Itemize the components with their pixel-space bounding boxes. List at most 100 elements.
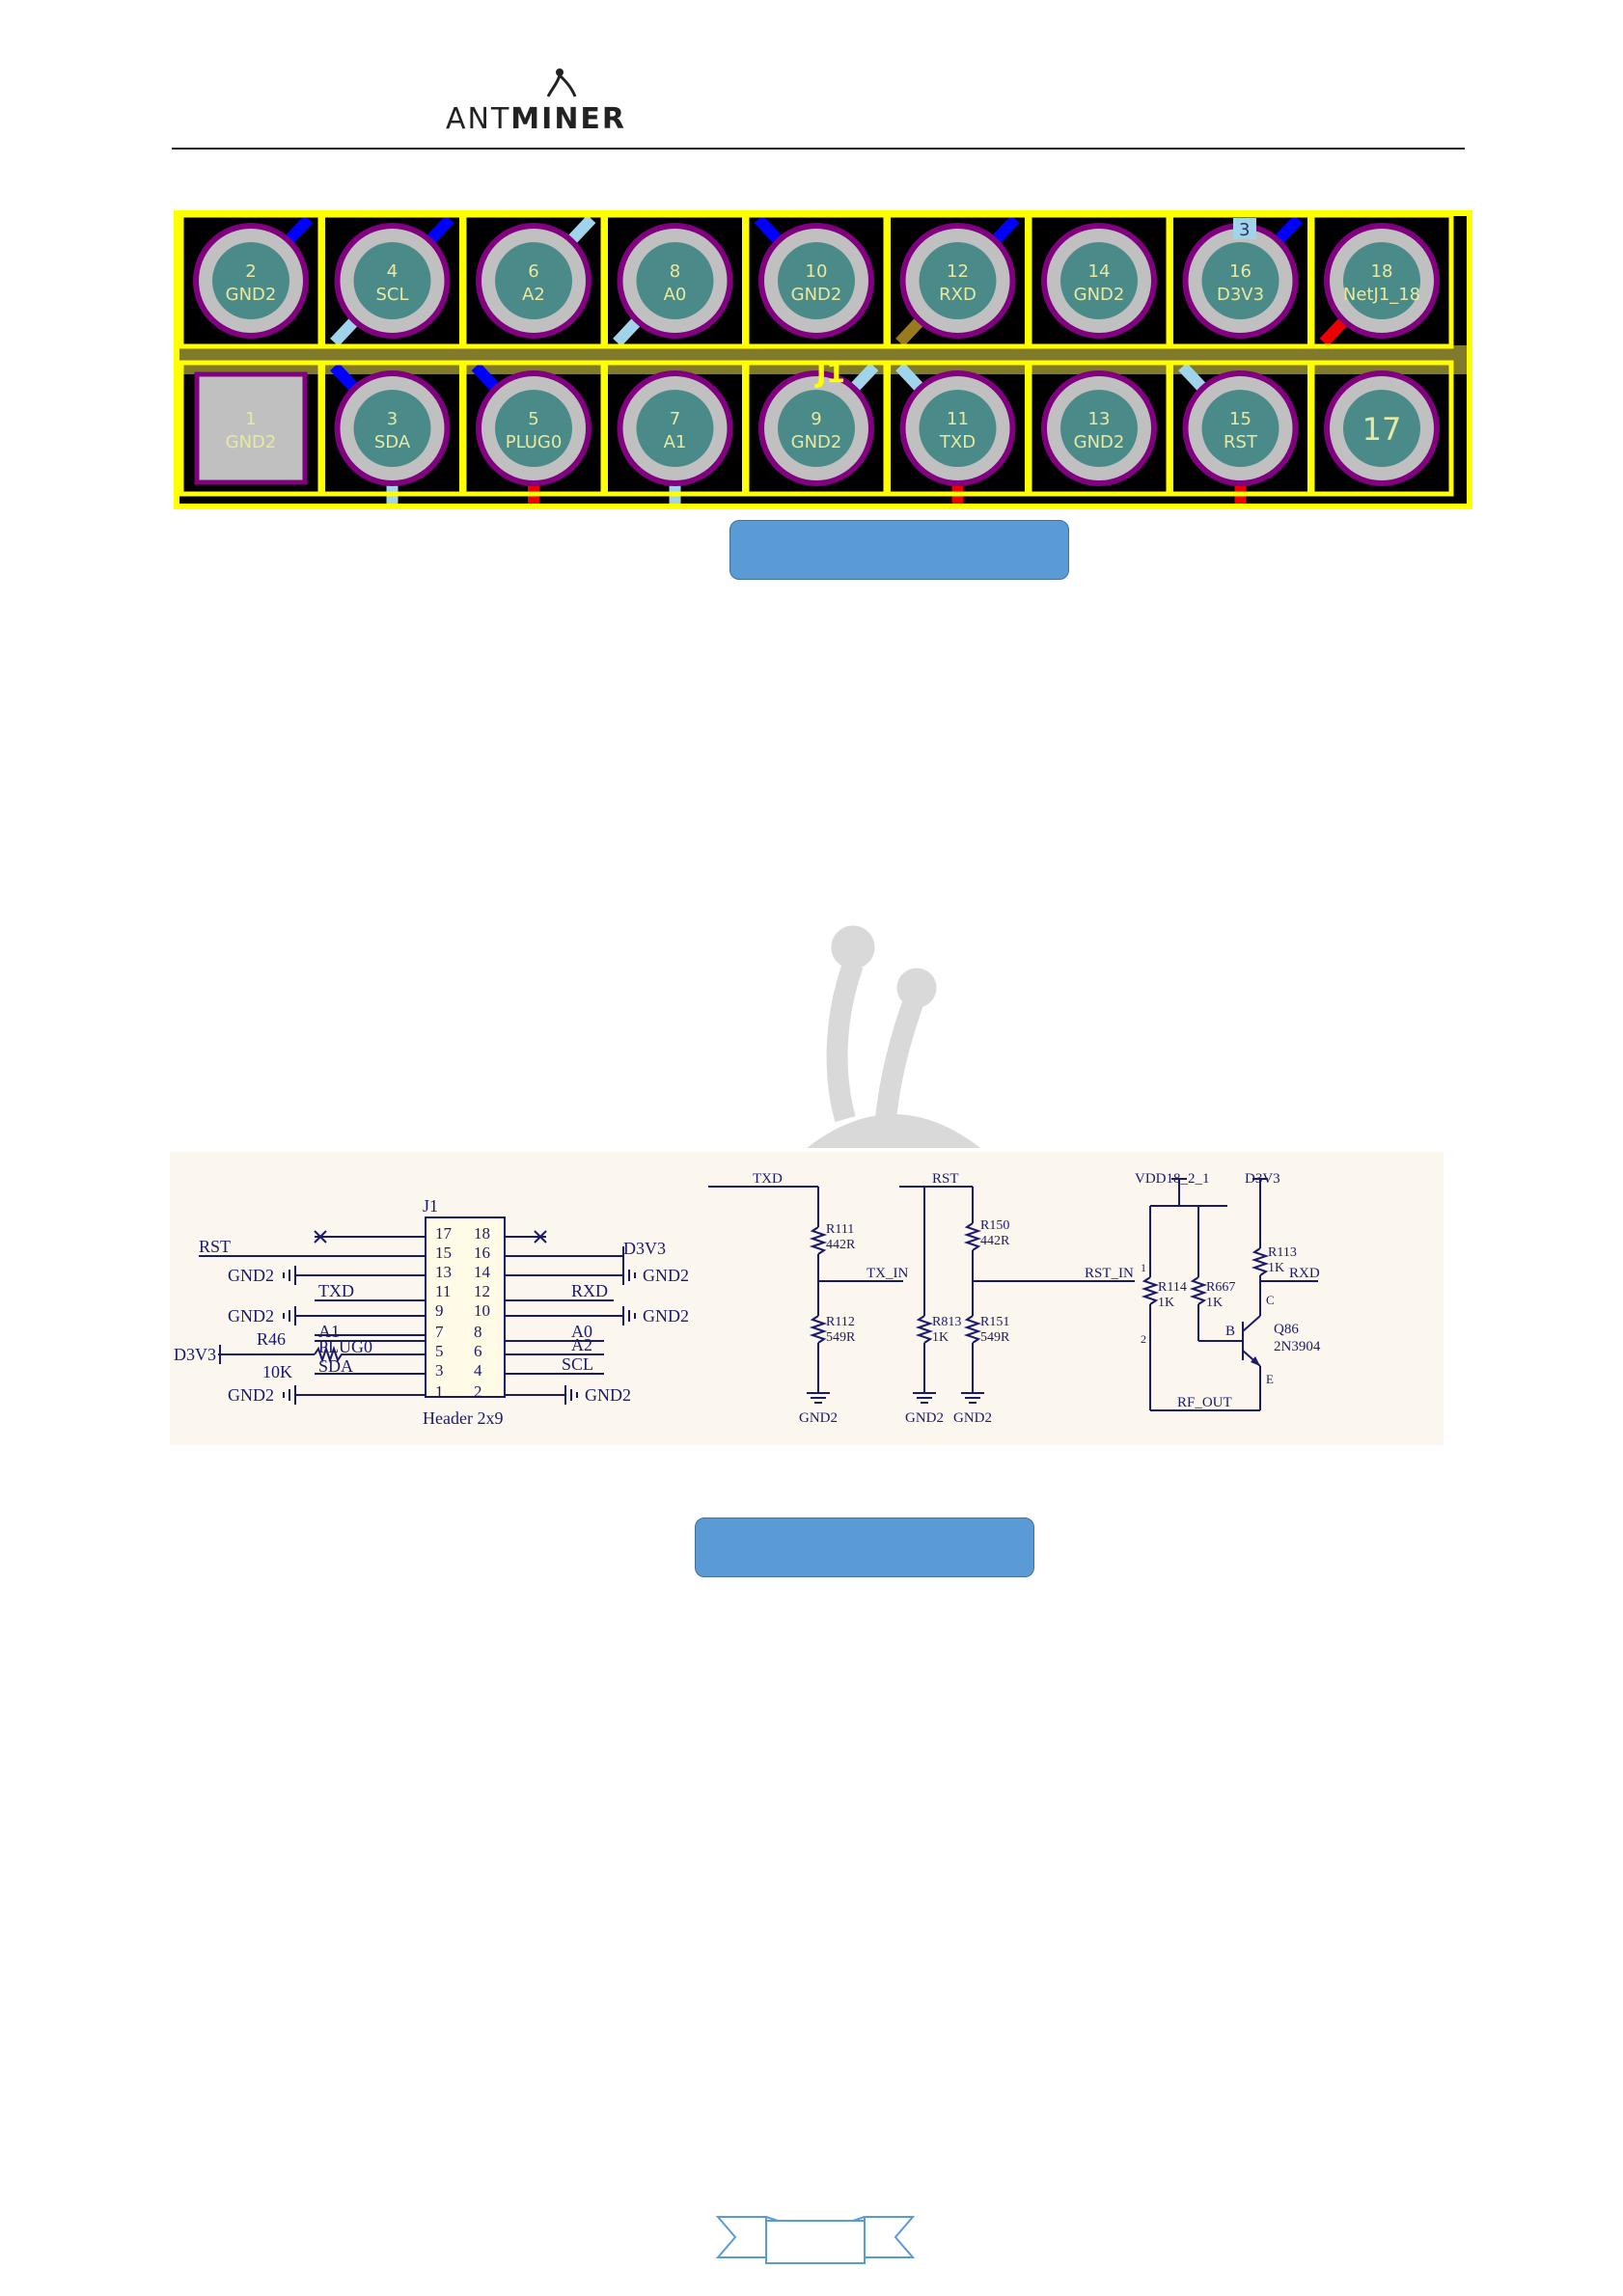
net-gnd-left-a: GND2: [228, 1266, 274, 1285]
div1-r-top: R111: [826, 1222, 854, 1237]
pcb-pads: 2GND24SCL6A28A010GND212RXD14GND216D3V318…: [193, 223, 1440, 486]
pcb-pad-net: TXD: [939, 432, 976, 452]
div1-input: TXD: [753, 1171, 783, 1187]
header-ref: J1: [423, 1196, 438, 1216]
figure-caption-box-2: [695, 1517, 1034, 1577]
q-part: 2N3904: [1274, 1339, 1321, 1354]
schematic-image: ↵ J1 Header 2x9 171815161314111291078563…: [170, 1152, 1444, 1512]
q-r113: R113: [1268, 1245, 1297, 1260]
pcb-pad-number: 7: [670, 409, 680, 429]
pcb-pad-number: 5: [528, 409, 538, 429]
pcb-silkscreen-band: [174, 345, 1472, 374]
header-divider: [172, 148, 1465, 150]
q-rxd: RXD: [1289, 1266, 1320, 1281]
div1-out: TX_IN: [867, 1266, 908, 1281]
pcb-designator: J1: [814, 357, 845, 389]
pcb-pad-number: 1: [245, 409, 256, 429]
pcb-pad-8: 8A0: [617, 223, 733, 339]
div1-r-top-val: 442R: [826, 1238, 856, 1252]
pcb-pad-net: SCL: [375, 285, 408, 305]
header-j1-body: [425, 1216, 506, 1398]
header-pin-number: 6: [474, 1342, 482, 1360]
net-sda-left: SDA: [318, 1356, 353, 1376]
header-pin-number: 15: [435, 1244, 452, 1262]
net-gnd-right-a: GND2: [643, 1266, 689, 1285]
net-scl-right: SCL: [562, 1354, 593, 1374]
pcb-pad-6: 6A2: [476, 223, 591, 339]
q-pin1: 1: [1141, 1261, 1146, 1274]
q-collector: C: [1266, 1293, 1275, 1307]
pcb-pad-net: A2: [522, 285, 545, 305]
pcb-pad-7: 7A1: [617, 370, 733, 486]
logo-text-light: ANT: [446, 102, 511, 136]
header-pin-number: 12: [474, 1282, 490, 1300]
pcb-pad-number: 18: [1371, 261, 1393, 282]
div1-r-bot: R112: [826, 1315, 855, 1329]
net-plug0-left: PLUG0: [318, 1337, 372, 1356]
net-txd-left: TXD: [318, 1281, 354, 1300]
header-pin-number: 16: [474, 1244, 490, 1262]
net-a1-left: A1: [318, 1322, 340, 1341]
page-number-ribbon: [714, 2207, 917, 2269]
header-pin-number: 14: [474, 1263, 491, 1281]
logo-wordmark: ANTMINER: [446, 102, 626, 136]
pcb-cell-outline: [1309, 360, 1454, 497]
pcb-pad-net: GND2: [791, 285, 842, 305]
net-gnd-right-c: GND2: [585, 1385, 631, 1405]
net-gnd-left-c: GND2: [228, 1385, 274, 1405]
q-vdd: VDD18_2_1: [1135, 1171, 1210, 1187]
pcb-pad-net: GND2: [1074, 432, 1125, 452]
div2-r-bot-val: 549R: [980, 1330, 1010, 1345]
pcb-pad-net: SDA: [374, 432, 411, 452]
pcb-pad-number: 13: [1088, 409, 1111, 429]
net-r46: R46: [257, 1329, 286, 1349]
q-r667: R667: [1206, 1280, 1235, 1295]
header-pin-number: 18: [474, 1224, 490, 1243]
antenna-logo-icon: [546, 68, 577, 97]
pcb-pad-net: RST: [1224, 432, 1258, 452]
ribbon-banner-icon: [715, 2216, 916, 2264]
header-pin-number: 9: [435, 1301, 444, 1320]
pcb-pad-number: 17: [1362, 411, 1402, 448]
q-base: B: [1225, 1324, 1235, 1339]
pcb-pad-net: GND2: [226, 432, 277, 452]
pcb-pad-number: 8: [670, 261, 680, 282]
div2-input: RST: [932, 1171, 959, 1187]
q-rf-out: RF_OUT: [1177, 1395, 1232, 1410]
pcb-pad-net: GND2: [226, 285, 277, 305]
antenna-watermark-icon: [807, 925, 980, 1148]
header-pin-number: 2: [474, 1382, 482, 1401]
pcb-pad-number: 11: [947, 409, 969, 429]
net-rst-left: RST: [199, 1237, 231, 1256]
div2-r-a: R813: [932, 1315, 961, 1329]
pcb-pad-net: A0: [664, 285, 687, 305]
pcb-corner-tag: 3: [1233, 218, 1256, 240]
pcb-pad-number: 14: [1088, 261, 1111, 282]
q-r114: R114: [1158, 1280, 1187, 1295]
pcb-pad-number: 16: [1229, 261, 1252, 282]
net-gnd-left-b: GND2: [228, 1306, 274, 1326]
header-pin-number: 1: [435, 1382, 444, 1401]
div2-gnd-b: GND2: [953, 1410, 992, 1426]
div2-r-top-val: 442R: [980, 1234, 1010, 1248]
header-pin-number: 17: [435, 1224, 453, 1243]
pcb-pad-net: A1: [664, 432, 687, 452]
net-rxd-right: RXD: [571, 1281, 608, 1300]
div1-gnd: GND2: [799, 1410, 838, 1426]
header-pin-number: 10: [474, 1301, 490, 1320]
antminer-logo: ANTMINER: [446, 68, 648, 136]
pcb-cell-outlines: [179, 212, 1454, 497]
div2-out: RST_IN: [1085, 1266, 1134, 1281]
header-pin-number: 5: [435, 1342, 444, 1360]
